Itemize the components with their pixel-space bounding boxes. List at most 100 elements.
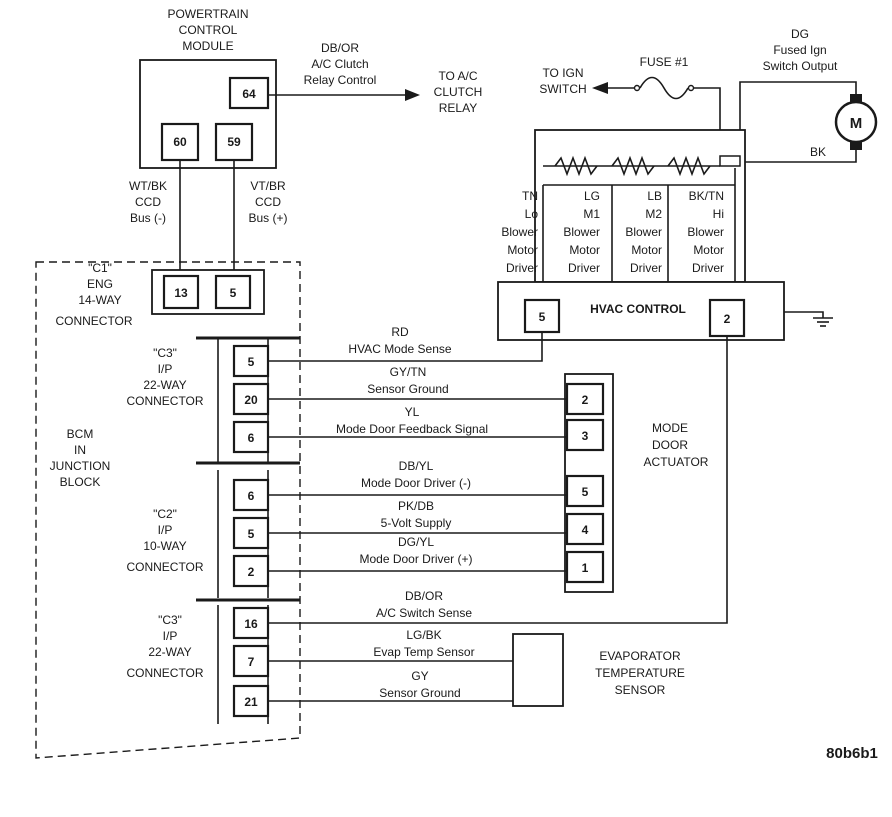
svg-text:BLOCK: BLOCK — [60, 475, 101, 489]
blower-driver-m2-label: LB M2 Blower Motor Driver — [625, 189, 662, 275]
svg-text:BCM: BCM — [67, 427, 94, 441]
pcm-box — [139, 59, 277, 169]
blower-driver-hi-label: BK/TN Hi Blower Motor Driver — [687, 189, 724, 275]
svg-text:14-WAY: 14-WAY — [78, 293, 121, 307]
svg-text:Driver: Driver — [506, 261, 538, 275]
svg-text:Sensor Ground: Sensor Ground — [367, 382, 448, 396]
svg-text:DG: DG — [791, 27, 809, 41]
svg-text:RD: RD — [391, 325, 409, 339]
evaporator-temp-sensor-label: EVAPORATOR TEMPERATURE SENSOR — [595, 649, 685, 697]
svg-text:DG/YL: DG/YL — [398, 535, 434, 549]
svg-text:Bus (-): Bus (-) — [130, 211, 166, 225]
c2-label: "C2" I/P 10-WAY CONNECTOR — [126, 507, 203, 574]
svg-text:RELAY: RELAY — [439, 101, 477, 115]
c2-pin-6 — [232, 478, 270, 512]
actuator-pin-3 — [565, 418, 605, 452]
svg-text:Driver: Driver — [692, 261, 724, 275]
svg-text:Motor: Motor — [569, 243, 600, 257]
blower-driver-lo-label: TN Lo Blower Motor Driver — [501, 189, 538, 275]
svg-text:TO A/C: TO A/C — [438, 69, 477, 83]
svg-text:16: 16 — [244, 617, 258, 631]
svg-text:64: 64 — [242, 87, 256, 101]
svg-text:VT/BR: VT/BR — [250, 179, 286, 193]
arrow-right-icon — [405, 89, 420, 101]
svg-text:Driver: Driver — [630, 261, 662, 275]
svg-text:M1: M1 — [583, 207, 600, 221]
svg-text:CONNECTOR: CONNECTOR — [126, 394, 203, 408]
svg-text:CONNECTOR: CONNECTOR — [126, 666, 203, 680]
hvac-control-label: HVAC CONTROL — [590, 302, 686, 316]
bk-motor-ground-wire — [736, 150, 857, 163]
fuse-terminal — [633, 84, 641, 92]
fuse-label: FUSE #1 — [640, 55, 689, 69]
svg-text:IN: IN — [74, 443, 86, 457]
ac-clutch-destination: TO A/C CLUTCH RELAY — [434, 69, 483, 115]
svg-text:CONNECTOR: CONNECTOR — [126, 560, 203, 574]
ccd-bus-plus-label: VT/BR CCD Bus (+) — [248, 179, 287, 225]
svg-text:Blower: Blower — [563, 225, 600, 239]
c3-top-label: "C3" I/P 22-WAY CONNECTOR — [126, 346, 203, 408]
svg-text:DB/OR: DB/OR — [405, 589, 443, 603]
bcm-label: BCM IN JUNCTION BLOCK — [50, 427, 111, 489]
svg-text:CCD: CCD — [255, 195, 281, 209]
svg-text:I/P: I/P — [158, 523, 173, 537]
ground-icon — [813, 317, 833, 327]
actuator-pin-2 — [565, 382, 605, 416]
svg-text:5-Volt Supply: 5-Volt Supply — [381, 516, 452, 530]
svg-text:Lo: Lo — [525, 207, 539, 221]
svg-text:5: 5 — [582, 485, 589, 499]
svg-text:Relay Control: Relay Control — [304, 73, 377, 87]
svg-text:LB: LB — [647, 189, 662, 203]
svg-text:Mode Door Driver (+): Mode Door Driver (+) — [359, 552, 472, 566]
svg-text:2: 2 — [582, 393, 589, 407]
motor-terminal — [850, 94, 862, 102]
svg-text:"C3": "C3" — [153, 346, 177, 360]
svg-text:DB/YL: DB/YL — [399, 459, 434, 473]
actuator-pin-4 — [565, 512, 605, 546]
svg-text:SWITCH: SWITCH — [539, 82, 586, 96]
svg-text:5: 5 — [248, 355, 255, 369]
svg-text:Hi: Hi — [713, 207, 724, 221]
svg-text:60: 60 — [173, 135, 187, 149]
svg-text:59: 59 — [227, 135, 241, 149]
motor-terminal — [850, 142, 862, 150]
svg-text:6: 6 — [248, 431, 255, 445]
blower-resistor-block — [534, 129, 746, 283]
svg-text:ACTUATOR: ACTUATOR — [644, 455, 709, 469]
svg-text:EVAPORATOR: EVAPORATOR — [599, 649, 681, 663]
svg-text:POWERTRAIN: POWERTRAIN — [167, 7, 248, 21]
svg-text:22-WAY: 22-WAY — [148, 645, 191, 659]
svg-text:21: 21 — [244, 695, 258, 709]
svg-text:GY: GY — [411, 669, 428, 683]
svg-text:I/P: I/P — [163, 629, 178, 643]
svg-text:13: 13 — [174, 286, 188, 300]
actuator-pin-5 — [565, 474, 605, 508]
svg-text:LG/BK: LG/BK — [406, 628, 441, 642]
svg-text:5: 5 — [230, 286, 237, 300]
svg-text:TEMPERATURE: TEMPERATURE — [595, 666, 685, 680]
pcm-pin-64 — [228, 76, 270, 110]
svg-text:JUNCTION: JUNCTION — [50, 459, 111, 473]
svg-text:Blower: Blower — [501, 225, 538, 239]
pcm-title: POWERTRAIN CONTROL MODULE — [167, 7, 248, 53]
hvac-ground-wire — [784, 311, 824, 318]
svg-text:MODE: MODE — [652, 421, 688, 435]
svg-text:2: 2 — [724, 312, 731, 326]
svg-text:Bus (+): Bus (+) — [248, 211, 287, 225]
svg-text:Blower: Blower — [625, 225, 662, 239]
svg-text:"C2": "C2" — [153, 507, 177, 521]
svg-text:Motor: Motor — [631, 243, 662, 257]
dbor-ac-switch-sense-wire — [268, 336, 728, 624]
dg-wire-label: DG Fused Ign Switch Output — [763, 27, 838, 73]
svg-text:DB/OR: DB/OR — [321, 41, 359, 55]
svg-text:20: 20 — [244, 393, 258, 407]
arrow-left-icon — [592, 82, 608, 94]
svg-text:A/C Switch Sense: A/C Switch Sense — [376, 606, 472, 620]
svg-text:TN: TN — [522, 189, 538, 203]
mode-door-actuator-label: MODE DOOR ACTUATOR — [644, 421, 709, 469]
fuse-icon — [639, 76, 689, 100]
svg-text:4: 4 — [582, 523, 589, 537]
svg-text:2: 2 — [248, 565, 255, 579]
c3-top-pin-6 — [232, 420, 270, 454]
svg-text:I/P: I/P — [158, 362, 173, 376]
